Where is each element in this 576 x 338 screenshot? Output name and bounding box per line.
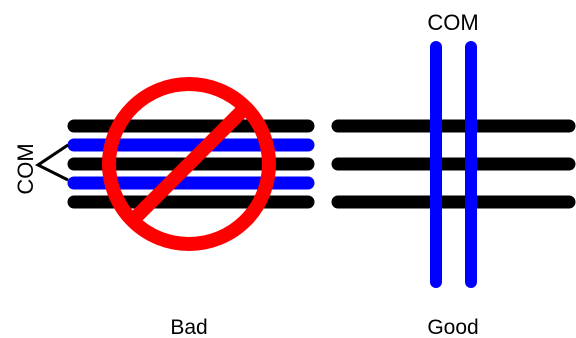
good-example-panel: COM Good — [331, 10, 576, 338]
good-horizontal-lines — [331, 119, 576, 209]
bad-caption: Bad — [170, 316, 207, 338]
com-bracket — [35, 143, 69, 182]
no-entry-icon — [102, 77, 276, 251]
bad-example-panel: COM Bad — [13, 77, 315, 338]
bad-com-label: COM — [13, 143, 38, 194]
good-caption: Good — [427, 316, 478, 338]
prohibition-slash — [127, 102, 251, 226]
good-com-label: COM — [427, 10, 478, 35]
prohibition-ring — [102, 77, 276, 251]
good-vertical-com-lines — [430, 41, 477, 288]
